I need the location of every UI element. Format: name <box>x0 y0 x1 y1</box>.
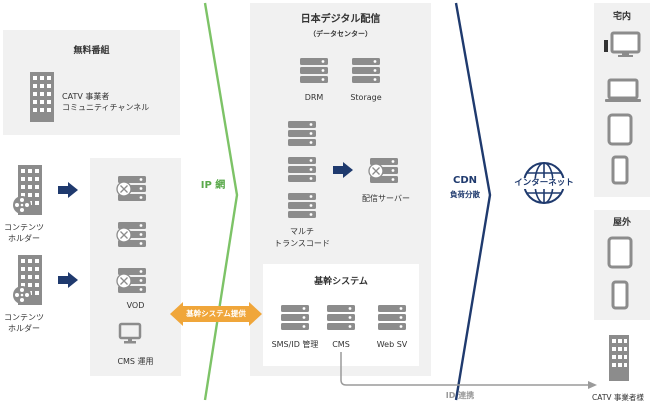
content-holder-bottom-label-1: コンテンツ <box>4 313 44 322</box>
core-system-title: 基幹システム <box>314 277 368 287</box>
arrow-transcode-icon <box>333 162 353 178</box>
sms-label: SMS/ID 管理 <box>271 340 319 349</box>
outdoor-title: 屋外 <box>612 218 631 228</box>
transcode-label-2: トランスコード <box>274 239 330 248</box>
tv-icon <box>604 31 641 57</box>
drm-server-icon <box>300 58 328 83</box>
sms-server-icon <box>281 305 309 330</box>
websv-label: Web SV <box>376 340 408 349</box>
dist-server-icon <box>369 158 398 183</box>
catv-user-label: CATV 事業者様 <box>592 393 644 402</box>
dist-server-label: 配信サーバー <box>362 194 410 203</box>
cdn-line <box>454 2 492 401</box>
cms-label: CMS <box>332 340 350 349</box>
laptop-icon <box>605 78 641 102</box>
phone-icon <box>611 155 629 185</box>
id-link-line <box>340 352 588 386</box>
id-link-label: ID 連携 <box>445 391 475 400</box>
content-holder-bottom-icon <box>13 255 42 305</box>
vod-label: VOD <box>126 301 145 310</box>
vod-server-icon-3 <box>117 268 146 293</box>
cms-server-icon <box>327 305 355 330</box>
internet-label: インターネット <box>508 178 580 189</box>
content-holder-top-label-1: コンテンツ <box>4 223 44 232</box>
monitor-icon <box>118 322 142 344</box>
content-holder-top-label-2: ホルダー <box>8 234 40 243</box>
cms-ops-label: CMS 運用 <box>117 357 154 366</box>
storage-server-icon <box>352 58 380 83</box>
drm-label: DRM <box>304 93 324 102</box>
content-holder-top-icon <box>13 165 42 215</box>
catv-user-building-icon <box>609 335 629 381</box>
datacenter-subtitle: （データセンター） <box>309 30 372 38</box>
arrow-holder-top-icon <box>58 182 78 198</box>
ip-network-line <box>203 2 239 401</box>
transcode-server-icon <box>288 121 316 218</box>
transcode-label-1: マルチ <box>290 227 314 236</box>
ip-network-label: IP 網 <box>200 180 226 191</box>
storage-label: Storage <box>350 93 382 102</box>
websv-server-icon <box>378 305 406 330</box>
free-program-line2: コミュニティチャンネル <box>62 103 150 112</box>
free-program-title: 無料番組 <box>73 46 110 56</box>
free-program-line1: CATV 事業者 <box>62 92 110 101</box>
vod-server-icon-1 <box>117 176 146 201</box>
tablet-icon <box>607 113 633 146</box>
catv-building-icon <box>30 72 54 122</box>
outdoor-phone-icon <box>611 280 629 310</box>
cdn-subtitle: 負荷分散 <box>450 190 480 199</box>
provide-arrow-label: 基幹システム提供 <box>186 309 246 318</box>
id-link-arrowhead-icon <box>588 381 597 389</box>
home-title: 宅内 <box>612 12 631 22</box>
arrow-holder-bottom-icon <box>58 272 78 288</box>
vod-server-icon-2 <box>117 222 146 247</box>
provide-arrow <box>170 302 262 326</box>
content-holder-bottom-label-2: ホルダー <box>8 324 40 333</box>
outdoor-tablet-icon <box>607 236 633 269</box>
datacenter-title: 日本デジタル配信 <box>300 14 381 25</box>
cdn-title: CDN <box>452 175 477 186</box>
